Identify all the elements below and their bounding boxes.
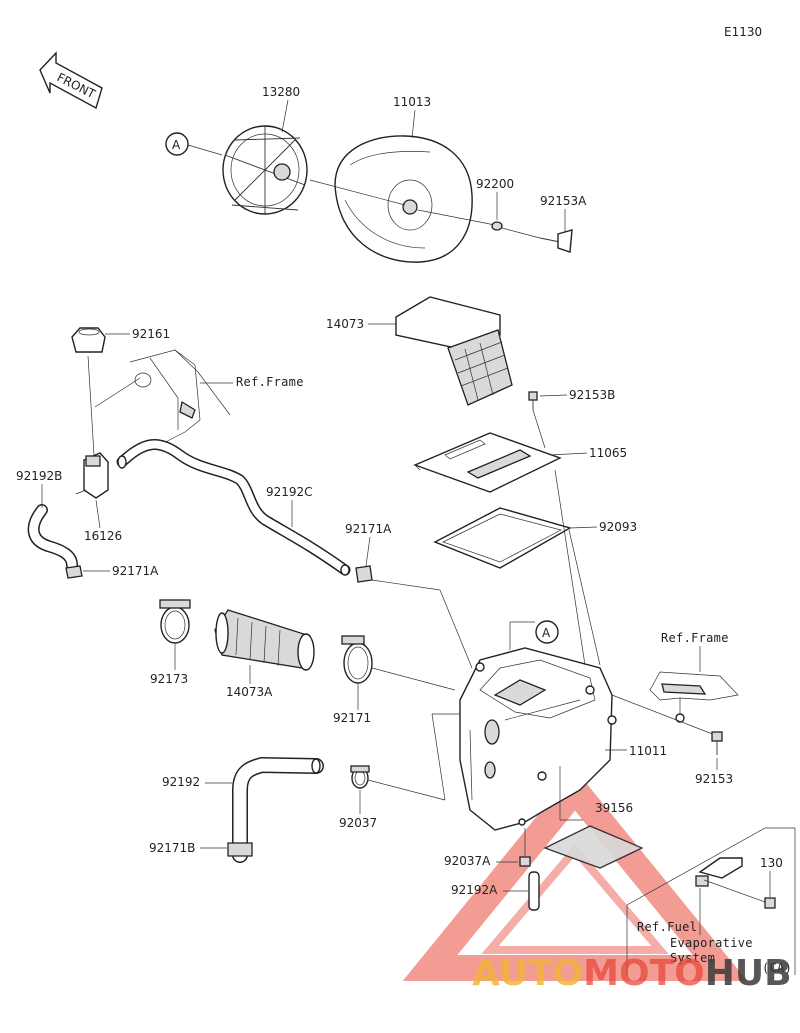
ref-frame-top-left (129, 349, 231, 451)
part-92171A-clamp-left (65, 565, 83, 579)
part-92037A-clamp (519, 856, 531, 867)
part-92161-cap (71, 327, 106, 353)
callout-a-top-label: A (172, 138, 181, 152)
part-92037-clamp (350, 765, 370, 789)
diagram-code: E1130 (724, 25, 762, 39)
label-13280: 13280 (262, 85, 300, 99)
part-92171-clamp (341, 635, 373, 684)
label-92171A-left: 92171A (112, 564, 159, 578)
part-92153-bolt (711, 731, 723, 755)
callout-a-top (165, 132, 189, 156)
part-92200-washer (491, 221, 503, 231)
callout-a-lower-label: A (542, 626, 551, 640)
label-92192C: 92192C (266, 485, 313, 499)
part-92192C-hose (116, 439, 351, 576)
label-16126: 16126 (84, 529, 122, 543)
part-13280-screen (222, 125, 308, 215)
label-92200: 92200 (476, 177, 514, 191)
ref-frame-label-1: Ref.Frame (236, 375, 304, 389)
part-92192-hose (232, 756, 324, 863)
label-130: 130 (760, 856, 783, 870)
part-92171B-clamp (227, 842, 253, 857)
part-92192B-hose (27, 504, 78, 571)
ref-frame-right (649, 671, 739, 723)
part-92173-clamp (159, 599, 191, 644)
ref-evap-label-2: System (670, 951, 715, 965)
part-14073A-duct (214, 609, 315, 671)
axis-line-top (309, 179, 406, 206)
label-92173: 92173 (150, 672, 188, 686)
label-92093: 92093 (599, 520, 637, 534)
ref-fuel-label: Ref.Fuel (637, 920, 697, 934)
label-11011: 11011 (629, 744, 667, 758)
label-92192A: 92192A (451, 883, 498, 897)
label-92037: 92037 (339, 816, 377, 830)
callout-a-lower (535, 620, 559, 644)
label-11065: 11065 (589, 446, 627, 460)
ref-ca-label: (CA) (762, 961, 792, 975)
label-92037A: 92037A (444, 854, 491, 868)
label-92171A-mid: 92171A (345, 522, 392, 536)
label-39156: 39156 (595, 801, 633, 815)
label-92153A: 92153A (540, 194, 587, 208)
part-92153A-bolt (539, 229, 573, 253)
part-11065-plate (413, 432, 562, 493)
part-11013-cover (334, 135, 473, 263)
label-14073: 14073 (326, 317, 364, 331)
leader-a1 (187, 144, 223, 156)
label-11013: 11013 (393, 95, 431, 109)
watermark-text: AUTOMOTOHUB (472, 953, 792, 994)
label-14073A: 14073A (226, 685, 273, 699)
part-92171A-clamp-mid (355, 565, 373, 583)
part-11011-airbox (459, 647, 617, 831)
ref-evap-label-1: Evaporative (670, 936, 753, 950)
label-92171B: 92171B (149, 841, 195, 855)
front-arrow-icon: FRONT (39, 51, 103, 110)
part-130-bolt (764, 897, 776, 909)
part-92093-gasket (433, 507, 572, 569)
part-92153B-bolt (528, 391, 538, 410)
label-92171: 92171 (333, 711, 371, 725)
part-14073-duct (395, 296, 513, 406)
label-92192: 92192 (162, 775, 200, 789)
ref-frame-label-2: Ref.Frame (661, 631, 729, 645)
part-92192A-hose (528, 871, 540, 911)
label-92153: 92153 (695, 772, 733, 786)
ref-fuel-box (626, 827, 796, 975)
label-92153B: 92153B (569, 388, 615, 402)
label-92161: 92161 (132, 327, 170, 341)
part-39156-pad (543, 825, 644, 869)
part-16126-valve (75, 452, 109, 499)
label-92192B: 92192B (16, 469, 62, 483)
